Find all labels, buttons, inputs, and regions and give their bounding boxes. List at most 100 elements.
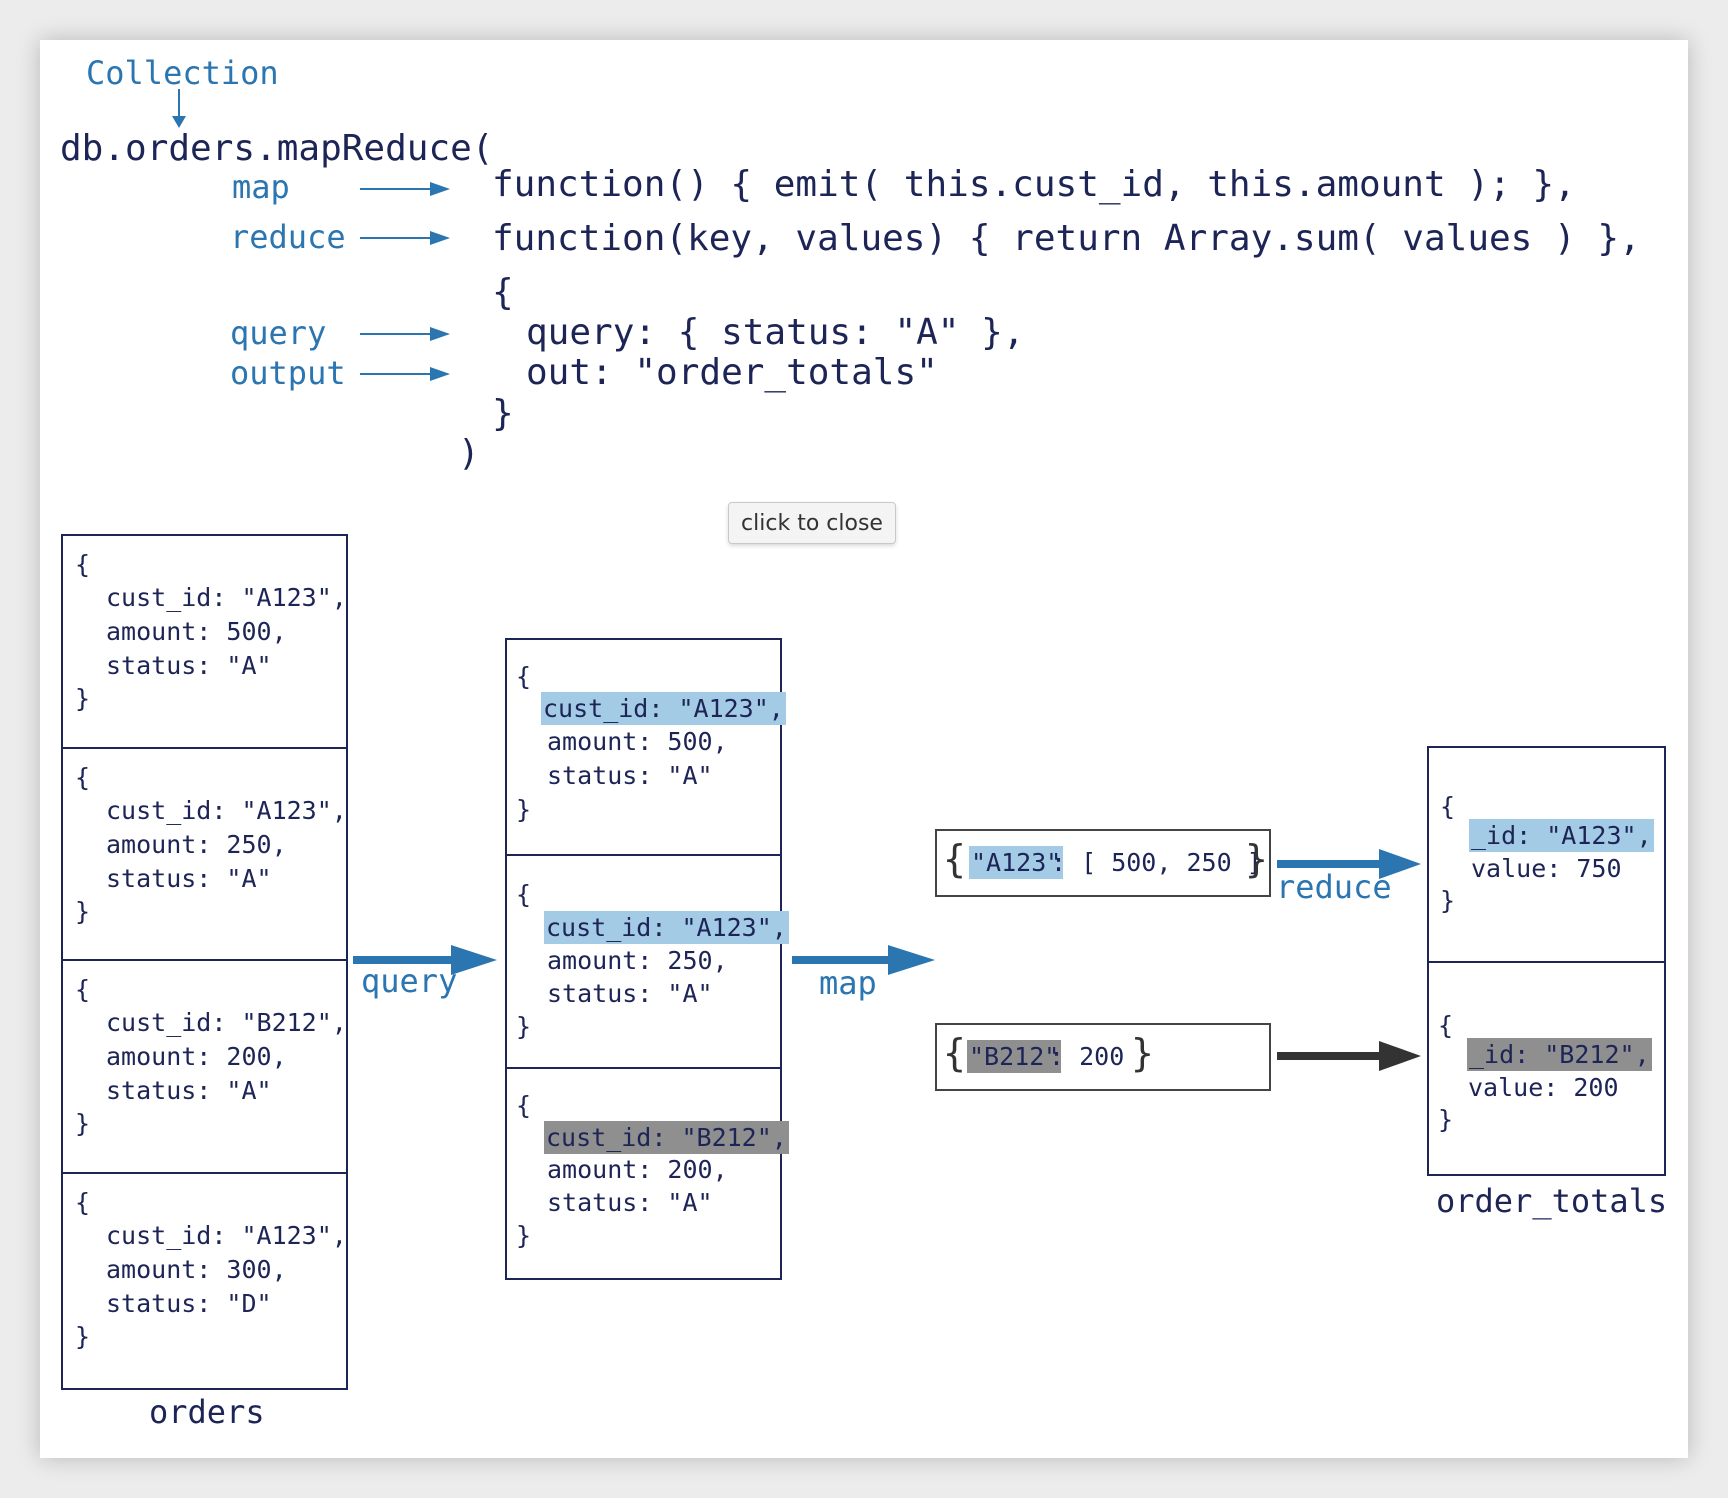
doc-open-brace: {: [75, 975, 91, 1004]
doc-cust-id: cust_id: "A123",: [106, 583, 347, 612]
doc-close-brace: }: [516, 1012, 532, 1041]
flow-arrows: [353, 849, 1421, 1071]
doc-cust-id: cust_id: "A123",: [106, 1221, 347, 1250]
b212-arrow-head: [1379, 1041, 1421, 1071]
doc-amount: amount: 250,: [547, 946, 728, 975]
code-annotation-arrows: [172, 89, 450, 381]
doc-amount: amount: 300,: [106, 1255, 287, 1284]
query-option: query: { status: "A" },: [526, 312, 1025, 353]
orders-collection: { cust_id: "A123", amount: 500, status: …: [61, 534, 348, 1390]
map-arrow-label: map: [819, 964, 877, 1002]
pair-close-brace: }: [1131, 1031, 1154, 1075]
doc-status: status: "A": [547, 761, 713, 790]
result-doc: { _id: "B212", value: 200 }: [1429, 963, 1664, 1174]
doc-status: status: "A": [106, 651, 272, 680]
out-option: out: "order_totals": [526, 352, 938, 393]
reduce-arrow-label: reduce: [1276, 868, 1392, 906]
doc-open-brace: {: [516, 1091, 532, 1120]
doc-status: status: "D": [106, 1289, 272, 1318]
filtered-doc: { cust_id: "A123", amount: 250, status: …: [507, 856, 789, 1069]
doc-close-brace: }: [75, 897, 91, 926]
doc-open-brace: {: [516, 662, 532, 691]
query-results-collection: { cust_id: "A123", amount: 500, status: …: [505, 638, 789, 1280]
doc-status: status: "A": [547, 979, 713, 1008]
map-function: function() { emit( this.cust_id, this.am…: [492, 164, 1576, 205]
collection-arrow-head: [172, 116, 186, 128]
doc-amount: amount: 500,: [547, 727, 728, 756]
options-close-brace: }: [492, 393, 514, 434]
doc-open-brace: {: [516, 880, 532, 909]
doc-close-brace: }: [516, 795, 532, 824]
reduce-pointer-head: [430, 231, 450, 245]
diagram-card: Collection db.orders.mapReduce( map func…: [40, 40, 1688, 1458]
orders-doc: { cust_id: "B212", amount: 200, status: …: [63, 961, 347, 1174]
doc-cust-id: cust_id: "A123",: [106, 796, 347, 825]
doc-amount: amount: 500,: [106, 617, 287, 646]
doc-status: status: "A": [547, 1188, 713, 1217]
close-button[interactable]: click to close: [728, 502, 896, 544]
reduce-function: function(key, values) { return Array.sum…: [492, 218, 1641, 259]
doc-value: value: 750: [1471, 854, 1622, 883]
doc-status: status: "A": [106, 864, 272, 893]
options-open-brace: {: [492, 272, 514, 313]
doc-amount: amount: 250,: [106, 830, 287, 859]
output-pointer-head: [430, 367, 450, 381]
output-label: output: [230, 354, 346, 392]
orders-doc: { cust_id: "A123", amount: 500, status: …: [63, 536, 347, 749]
map-pointer-head: [430, 182, 450, 196]
doc-amount: amount: 200,: [547, 1155, 728, 1184]
map-arrow-head: [888, 945, 935, 975]
doc-close-brace: }: [1438, 1105, 1454, 1134]
doc-cust-id: cust_id: "B212",: [106, 1008, 347, 1037]
query-arrow-label: query: [361, 962, 458, 1000]
mapped-pair-a123: { "A123" : [ 500, 250 ] }: [935, 829, 1271, 897]
doc-cust-id-highlight: cust_id: "B212",: [544, 1121, 789, 1154]
orders-caption: orders: [149, 1393, 265, 1431]
reduce-arrow-head: [1379, 849, 1421, 879]
doc-id-highlight: _id: "B212",: [1467, 1038, 1652, 1071]
doc-close-brace: }: [75, 684, 91, 713]
order-totals-collection: { _id: "A123", value: 750 } { _id: "B212…: [1427, 746, 1666, 1176]
map-label: map: [232, 168, 290, 206]
query-label: query: [230, 314, 327, 352]
doc-open-brace: {: [75, 763, 91, 792]
doc-status: status: "A": [106, 1076, 272, 1105]
mapreduce-close-paren: ): [458, 433, 480, 474]
doc-cust-id-highlight: cust_id: "A123",: [541, 692, 786, 725]
map-arrow-shaft: [792, 956, 890, 964]
pair-key-highlight: "A123": [969, 846, 1064, 879]
orders-doc: { cust_id: "A123", amount: 250, status: …: [63, 749, 347, 961]
pair-open-brace: {: [943, 1031, 966, 1075]
pair-key-highlight: "B212": [967, 1040, 1062, 1073]
doc-value: value: 200: [1468, 1073, 1619, 1102]
pair-values: : 200: [1049, 1042, 1125, 1071]
query-arrow-head: [451, 945, 497, 975]
doc-close-brace: }: [1440, 886, 1456, 915]
reduce-label: reduce: [230, 218, 346, 256]
doc-close-brace: }: [75, 1109, 91, 1138]
doc-open-brace: {: [75, 550, 91, 579]
doc-close-brace: }: [75, 1322, 91, 1351]
pair-values: : [ 500, 250 ]: [1051, 848, 1262, 877]
doc-id-highlight: _id: "A123",: [1469, 819, 1654, 852]
query-arrow-shaft: [353, 956, 453, 964]
reduce-arrow-shaft: [1277, 860, 1381, 868]
order-totals-caption: order_totals: [1436, 1182, 1668, 1220]
doc-close-brace: }: [516, 1221, 532, 1250]
query-pointer-head: [430, 327, 450, 341]
filtered-doc: { cust_id: "B212", amount: 200, status: …: [507, 1069, 789, 1278]
mapped-pair-b212: { "B212" : 200 }: [935, 1023, 1271, 1091]
filtered-doc: { cust_id: "A123", amount: 500, status: …: [507, 640, 786, 856]
doc-open-brace: {: [75, 1188, 91, 1217]
doc-open-brace: {: [1438, 1011, 1454, 1040]
doc-amount: amount: 200,: [106, 1042, 287, 1071]
doc-open-brace: {: [1440, 792, 1456, 821]
result-doc: { _id: "A123", value: 750 }: [1429, 748, 1664, 963]
pair-close-brace: }: [1245, 837, 1268, 881]
doc-cust-id-highlight: cust_id: "A123",: [544, 911, 789, 944]
mapreduce-call: db.orders.mapReduce(: [60, 128, 494, 169]
orders-doc: { cust_id: "A123", amount: 300, status: …: [63, 1174, 347, 1388]
collection-label: Collection: [86, 54, 279, 92]
b212-arrow-shaft: [1277, 1052, 1381, 1060]
pair-open-brace: {: [943, 837, 966, 881]
